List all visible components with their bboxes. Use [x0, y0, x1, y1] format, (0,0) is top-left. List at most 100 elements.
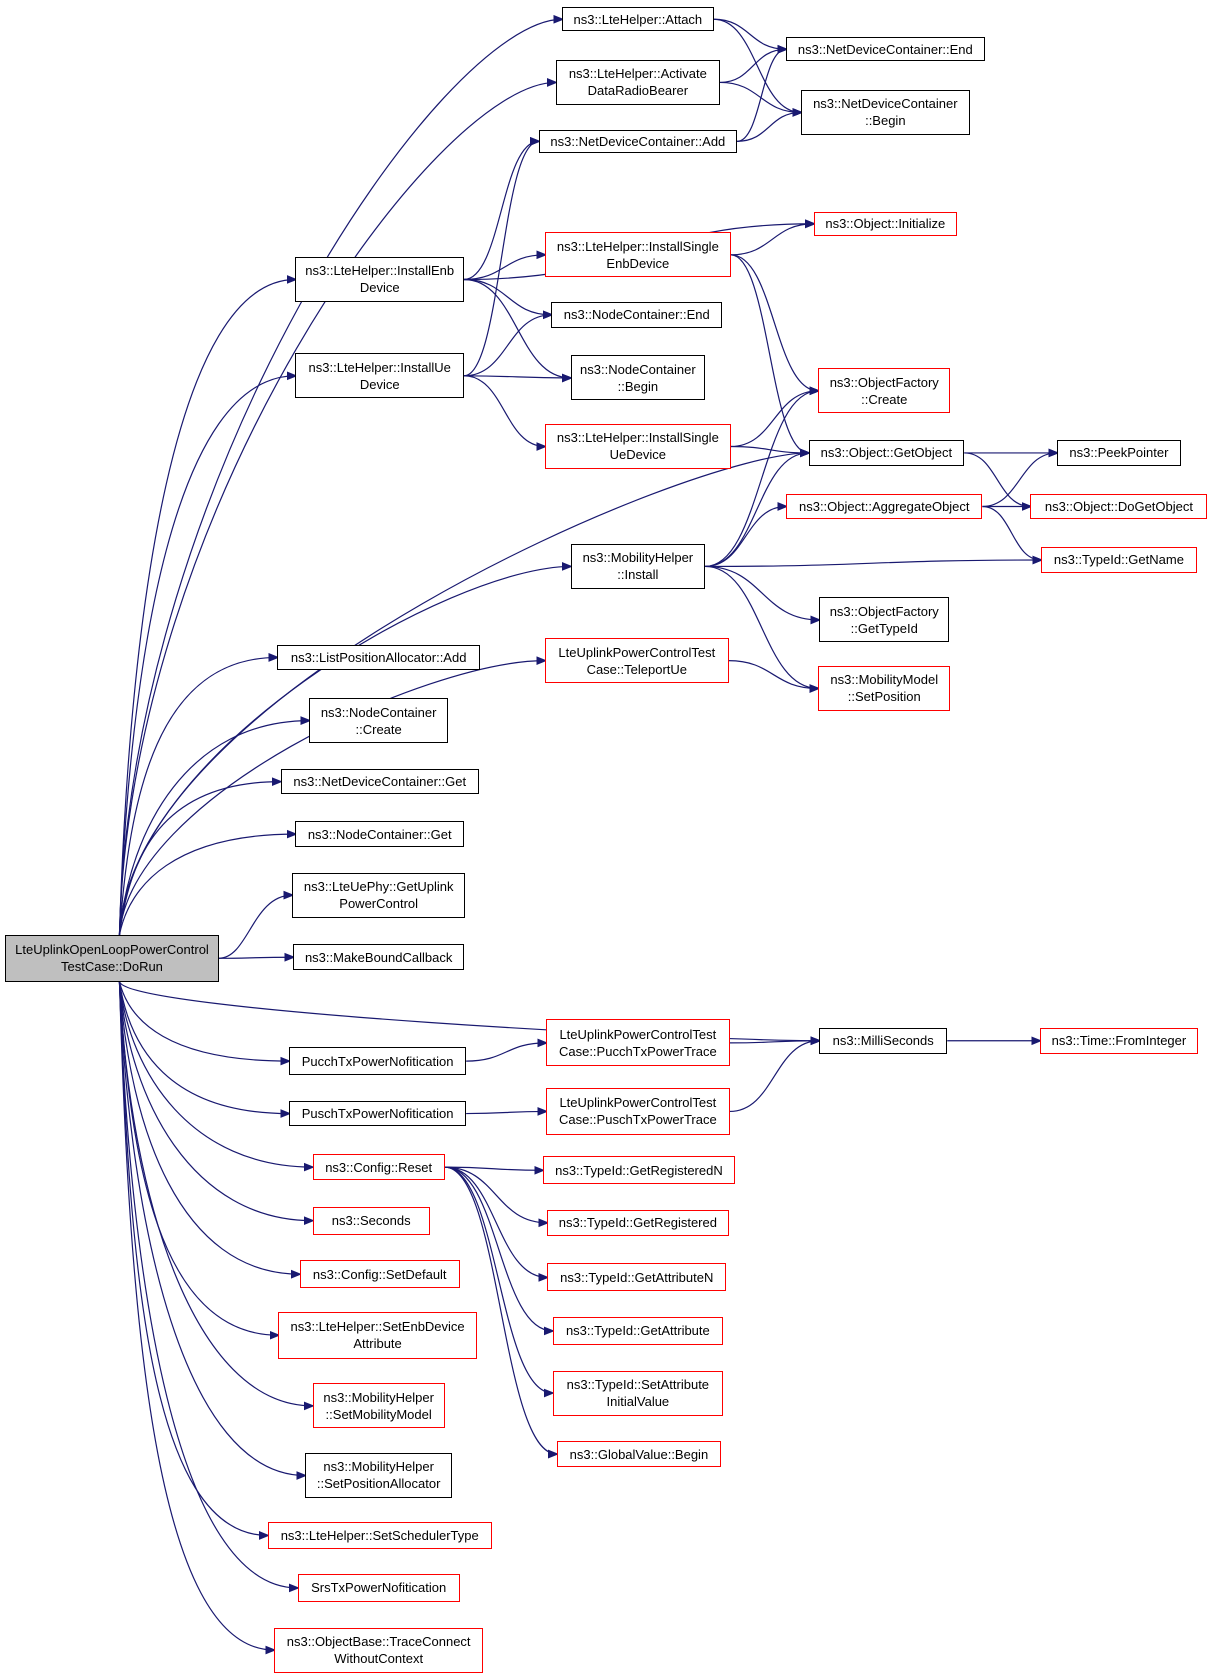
node-nc-get[interactable]: ns3::NodeContainer::Get [295, 821, 464, 847]
node-install-single-ue[interactable]: ns3::LteHelper::InstallSingle UeDevice [545, 424, 731, 469]
edge-teleport-to-mm_setpos [728, 660, 819, 689]
node-install-enb[interactable]: ns3::LteHelper::InstallEnb Device [295, 256, 464, 302]
edge-root-to-srs_notif [118, 981, 297, 1588]
edge-root-to-ndc_get [118, 782, 280, 935]
node-getregn[interactable]: ns3::TypeId::GetRegisteredN [542, 1156, 735, 1185]
node-of-create[interactable]: ns3::ObjectFactory ::Create [818, 368, 951, 414]
edge-install_ue-to-ndc_add [463, 141, 539, 377]
edge-attach-to-ndc_end [713, 18, 787, 49]
edge-aggregate-to-peekpointer [982, 453, 1057, 508]
edge-install_enb-to-nc_end [463, 278, 551, 314]
edge-root-to-traceconnect [118, 981, 274, 1650]
node-aggregate[interactable]: ns3::Object::AggregateObject [786, 493, 983, 520]
edge-root-to-nc_get [118, 834, 295, 935]
edge-install_single_enb-to-obj_init [730, 224, 814, 256]
node-pusch-notif[interactable]: PuschTxPowerNofitication [289, 1100, 467, 1127]
node-lpa-add[interactable]: ns3::ListPositionAllocator::Add [277, 644, 480, 671]
node-ndc-add[interactable]: ns3::NetDeviceContainer::Add [538, 129, 738, 154]
edge-activate-to-ndc_end [719, 49, 786, 84]
edge-pusch_notif-to-pusch_trace [466, 1111, 546, 1113]
node-gv-begin[interactable]: ns3::GlobalValue::Begin [556, 1441, 722, 1467]
edge-ndc_add-to-ndc_begin [737, 112, 801, 142]
edge-config_reset-to-gv_begin [444, 1166, 557, 1454]
edge-mobility_install-to-of_gettypeid [705, 565, 819, 620]
edge-install_enb-to-nc_begin [463, 278, 571, 378]
node-nc-create[interactable]: ns3::NodeContainer ::Create [309, 698, 448, 744]
node-setsched[interactable]: ns3::LteHelper::SetSchedulerType [267, 1521, 492, 1550]
edge-root-to-install_enb [118, 279, 295, 935]
node-peekpointer[interactable]: ns3::PeekPointer [1057, 440, 1181, 466]
edge-getobject-to-dogetobject [964, 452, 1030, 507]
node-setdefault[interactable]: ns3::Config::SetDefault [299, 1260, 460, 1289]
edge-config_reset-to-getattrn [444, 1166, 547, 1277]
node-teleport[interactable]: LteUplinkPowerControlTest Case::Teleport… [545, 638, 729, 684]
node-setposalloc[interactable]: ns3::MobilityHelper ::SetPositionAllocat… [305, 1453, 453, 1498]
node-activate[interactable]: ns3::LteHelper::Activate DataRadioBearer [555, 59, 720, 105]
edge-install_ue-to-nc_begin [463, 376, 571, 378]
node-seconds[interactable]: ns3::Seconds [312, 1206, 430, 1235]
edge-install_ue-to-install_single_ue [463, 375, 545, 447]
node-mobility-install[interactable]: ns3::MobilityHelper ::Install [570, 543, 706, 589]
edge-root-to-setposalloc [118, 981, 305, 1476]
node-config-reset[interactable]: ns3::Config::Reset [312, 1154, 445, 1180]
edge-root-to-mbc [218, 957, 294, 958]
edge-install_single_enb-to-getobject [730, 254, 809, 453]
edge-root-to-pucch_notif [118, 981, 289, 1061]
node-getreg[interactable]: ns3::TypeId::GetRegistered [547, 1209, 729, 1236]
node-ndc-get[interactable]: ns3::NetDeviceContainer::Get [280, 768, 479, 795]
edge-root-to-setmobmodel [118, 981, 312, 1406]
edge-config_reset-to-setattr [444, 1166, 553, 1393]
node-pusch-trace[interactable]: LteUplinkPowerControlTest Case::PuschTxP… [546, 1087, 730, 1135]
node-getattrn[interactable]: ns3::TypeId::GetAttributeN [547, 1263, 727, 1292]
edge-install_enb-to-ndc_add [463, 141, 539, 281]
node-typeid-getname[interactable]: ns3::TypeId::GetName [1041, 547, 1197, 573]
edge-attach-to-ndc_begin [713, 18, 801, 112]
node-traceconnect[interactable]: ns3::ObjectBase::TraceConnect WithoutCon… [274, 1627, 484, 1673]
node-ndc-begin[interactable]: ns3::NetDeviceContainer ::Begin [801, 89, 970, 135]
node-getobject[interactable]: ns3::Object::GetObject [808, 440, 965, 466]
node-pucch-trace[interactable]: LteUplinkPowerControlTest Case::PucchTxP… [546, 1019, 730, 1067]
edge-root-to-attach [118, 19, 562, 935]
edge-config_reset-to-getattr [444, 1166, 553, 1331]
node-dogetobject[interactable]: ns3::Object::DoGetObject [1030, 493, 1208, 520]
edge-root-to-uephy [218, 895, 293, 959]
edge-ndc_add-to-ndc_end [736, 49, 786, 142]
node-of-gettypeid[interactable]: ns3::ObjectFactory ::GetTypeId [819, 597, 950, 643]
node-obj-init[interactable]: ns3::Object::Initialize [813, 212, 957, 236]
node-nc-end[interactable]: ns3::NodeContainer::End [551, 301, 723, 328]
edge-pucch_trace-to-millis [729, 1041, 820, 1043]
edge-root-to-millis [118, 981, 819, 1041]
node-pucch-notif[interactable]: PucchTxPowerNofitication [289, 1047, 467, 1076]
node-millis[interactable]: ns3::MilliSeconds [819, 1027, 948, 1054]
node-setenbattr[interactable]: ns3::LteHelper::SetEnbDevice Attribute [278, 1311, 477, 1359]
edge-pusch_trace-to-millis [729, 1041, 820, 1113]
edge-root-to-seconds [118, 981, 312, 1221]
node-nc-begin[interactable]: ns3::NodeContainer ::Begin [570, 355, 706, 401]
edge-mobility_install-to-typeid_getname [705, 560, 1041, 568]
edge-mobility_install-to-mm_setpos [705, 565, 818, 688]
edge-root-to-activate [118, 82, 555, 935]
node-frominteger[interactable]: ns3::Time::FromInteger [1040, 1027, 1198, 1054]
edge-root-to-nc_create [118, 721, 309, 935]
node-install-single-enb[interactable]: ns3::LteHelper::InstallSingle EnbDevice [545, 232, 731, 278]
edge-config_reset-to-getreg [444, 1166, 547, 1223]
edge-root-to-setsched [118, 981, 267, 1536]
edge-mobility_install-to-of_create [705, 391, 818, 568]
edge-root-to-pusch_notif [118, 981, 289, 1114]
node-setattr[interactable]: ns3::TypeId::SetAttribute InitialValue [552, 1370, 724, 1416]
node-ndc-end[interactable]: ns3::NetDeviceContainer::End [786, 37, 985, 62]
node-attach[interactable]: ns3::LteHelper::Attach [562, 7, 714, 32]
node-setmobmodel[interactable]: ns3::MobilityHelper ::SetMobilityModel [312, 1383, 445, 1429]
node-install-ue[interactable]: ns3::LteHelper::InstallUe Device [295, 353, 464, 399]
node-uephy[interactable]: ns3::LteUePhy::GetUplink PowerControl [292, 872, 466, 918]
node-srs-notif[interactable]: SrsTxPowerNofitication [297, 1573, 460, 1602]
node-getattr[interactable]: ns3::TypeId::GetAttribute [552, 1317, 724, 1345]
node-mm-setpos[interactable]: ns3::MobilityModel ::SetPosition [818, 666, 951, 711]
edge-install_enb-to-install_single_enb [463, 255, 545, 281]
edge-install_single_enb-to-of_create [730, 254, 818, 391]
edge-install_single_ue-to-of_create [730, 391, 818, 448]
node-mbc[interactable]: ns3::MakeBoundCallback [293, 944, 464, 971]
edge-install_single_ue-to-getobject [730, 445, 809, 453]
